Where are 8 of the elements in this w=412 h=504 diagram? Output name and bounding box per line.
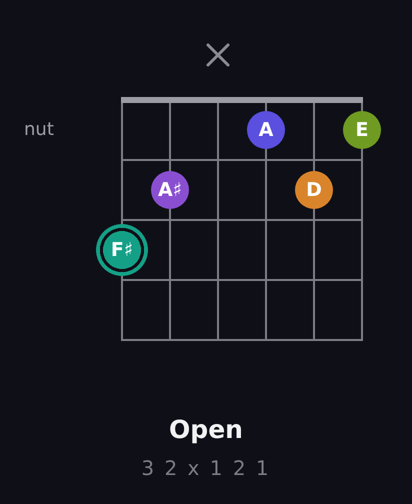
root-note-marker: F♯ (96, 224, 148, 276)
finger-dot: A♯ (151, 171, 189, 209)
nut-label: nut (24, 121, 54, 139)
finger-dot: D (295, 171, 333, 209)
finger-dot: E (343, 111, 381, 149)
chord-name: Open (169, 414, 243, 446)
finger-dot: A (247, 111, 285, 149)
fingering-code: 3 2 x 1 2 1 (141, 455, 271, 481)
